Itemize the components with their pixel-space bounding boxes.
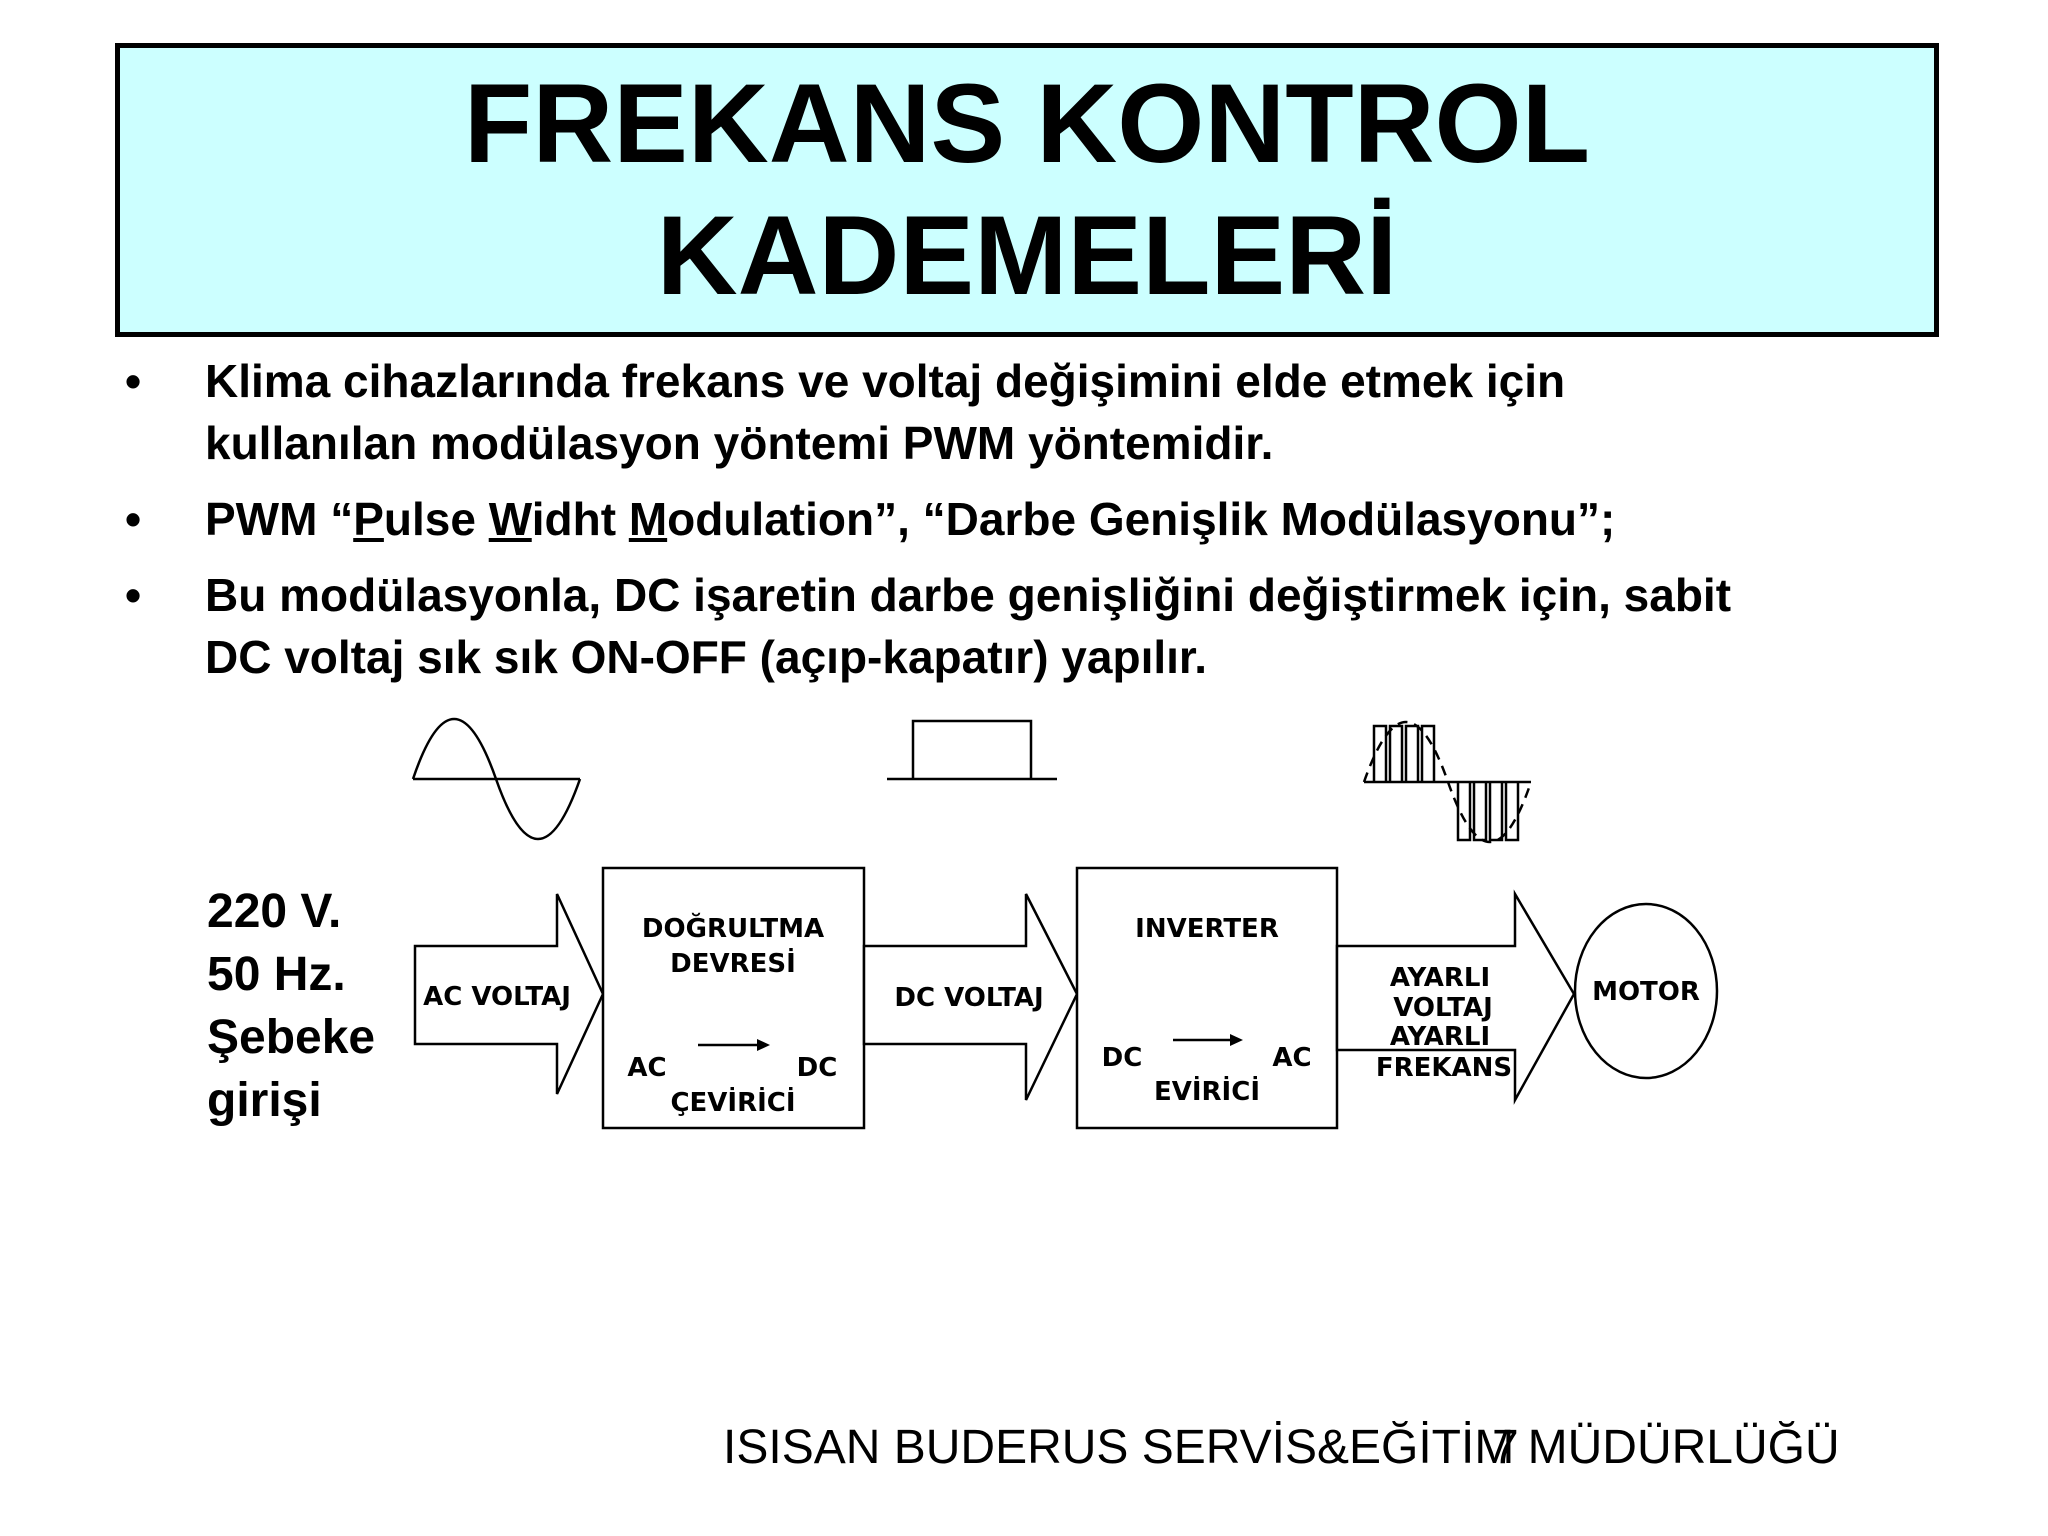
page-number: 7 [1492, 1421, 1519, 1474]
rectifier-from: AC [627, 1053, 666, 1083]
inverter-title: INVERTER [1135, 914, 1279, 944]
rectifier-to: DC [797, 1053, 838, 1083]
title-line-2: KADEMELERİ [656, 193, 1398, 318]
rectifier-title-1: DOĞRULTMA [642, 912, 824, 944]
motor-block: MOTOR [1573, 902, 1719, 1080]
mains-word-1: Şebeke [207, 1011, 376, 1064]
bullet-dot: • [125, 569, 142, 621]
inverter-sub: EVİRİCİ [1154, 1075, 1260, 1107]
adjustable-line-4: FREKANS [1376, 1053, 1512, 1083]
inverter-from: DC [1102, 1043, 1143, 1073]
bullet-2-idht: idht [531, 493, 629, 545]
ac-voltage-label: AC VOLTAJ [423, 982, 571, 1012]
adjustable-output-arrow: AYARLI VOLTAJ AYARLI FREKANS [1335, 889, 1576, 1105]
footer-organization: ISISAN BUDERUS SERVİS&EĞİTİM MÜDÜRLÜĞÜ [723, 1421, 1840, 1474]
inverter-block: INVERTER DC AC EVİRİCİ [1075, 866, 1339, 1130]
dc-voltage-label: DC VOLTAJ [894, 983, 1043, 1013]
pwm-wave-icon [1362, 721, 1533, 843]
dc-pulse-icon [887, 719, 1057, 781]
bullet-list: • Klima cihazlarında frekans ve voltaj d… [125, 350, 1925, 698]
bullet-2-text: PWM “Pulse Widht Modulation”, “Darbe Gen… [205, 488, 1925, 550]
adjustable-line-1: AYARLI [1390, 963, 1490, 993]
motor-label: MOTOR [1592, 977, 1700, 1007]
bullet-item-2: • PWM “Pulse Widht Modulation”, “Darbe G… [125, 488, 1925, 550]
rectifier-sub: ÇEVİRİCİ [670, 1086, 795, 1118]
rectifier-title-2: DEVRESİ [670, 947, 796, 979]
mains-voltage: 220 V. [207, 885, 342, 938]
inverter-to: AC [1272, 1043, 1311, 1073]
adjustable-line-2: VOLTAJ [1393, 993, 1493, 1023]
mains-frequency: 50 Hz. [207, 948, 346, 1001]
adjustable-line-3: AYARLI [1390, 1022, 1490, 1052]
bullet-dot: • [125, 355, 142, 407]
bullet-3-line-2: DC voltaj sık sık ON-OFF (açıp-kapatır) … [205, 631, 1208, 683]
title-box: FREKANS KONTROL KADEMELERİ [115, 43, 1939, 337]
bullet-1-line-1: Klima cihazlarında frekans ve voltaj değ… [205, 355, 1566, 407]
dc-voltage-arrow: DC VOLTAJ [862, 893, 1079, 1101]
bullet-2-w: W [488, 493, 532, 545]
ac-voltage-arrow: AC VOLTAJ [413, 893, 605, 1095]
bullet-item-1: • Klima cihazlarında frekans ve voltaj d… [125, 350, 1925, 474]
bullet-3-line-1: Bu modülasyonla, DC işaretin darbe geniş… [205, 569, 1732, 621]
bullet-2-ulse: ulse [383, 493, 489, 545]
mains-input-label: 220 V. 50 Hz. Şebeke girişi [207, 880, 375, 1132]
title-line-1: FREKANS KONTROL [463, 61, 1591, 186]
mains-word-2: girişi [207, 1074, 322, 1127]
bullet-2-pre: PWM “ [205, 493, 354, 545]
bullet-2-post: odulation”, “Darbe Genişlik Modülasyonu”… [667, 493, 1616, 545]
bullet-dot: • [125, 493, 142, 545]
bullet-1-line-2: kullanılan modülasyon yöntemi PWM yöntem… [205, 417, 1274, 469]
bullet-2-m: M [628, 493, 668, 545]
sine-wave-icon [411, 718, 582, 840]
bullet-2-p: P [353, 493, 384, 545]
bullet-item-3: • Bu modülasyonla, DC işaretin darbe gen… [125, 564, 1925, 688]
rectifier-block: DOĞRULTMA DEVRESİ AC DC ÇEVİRİCİ [601, 866, 866, 1130]
